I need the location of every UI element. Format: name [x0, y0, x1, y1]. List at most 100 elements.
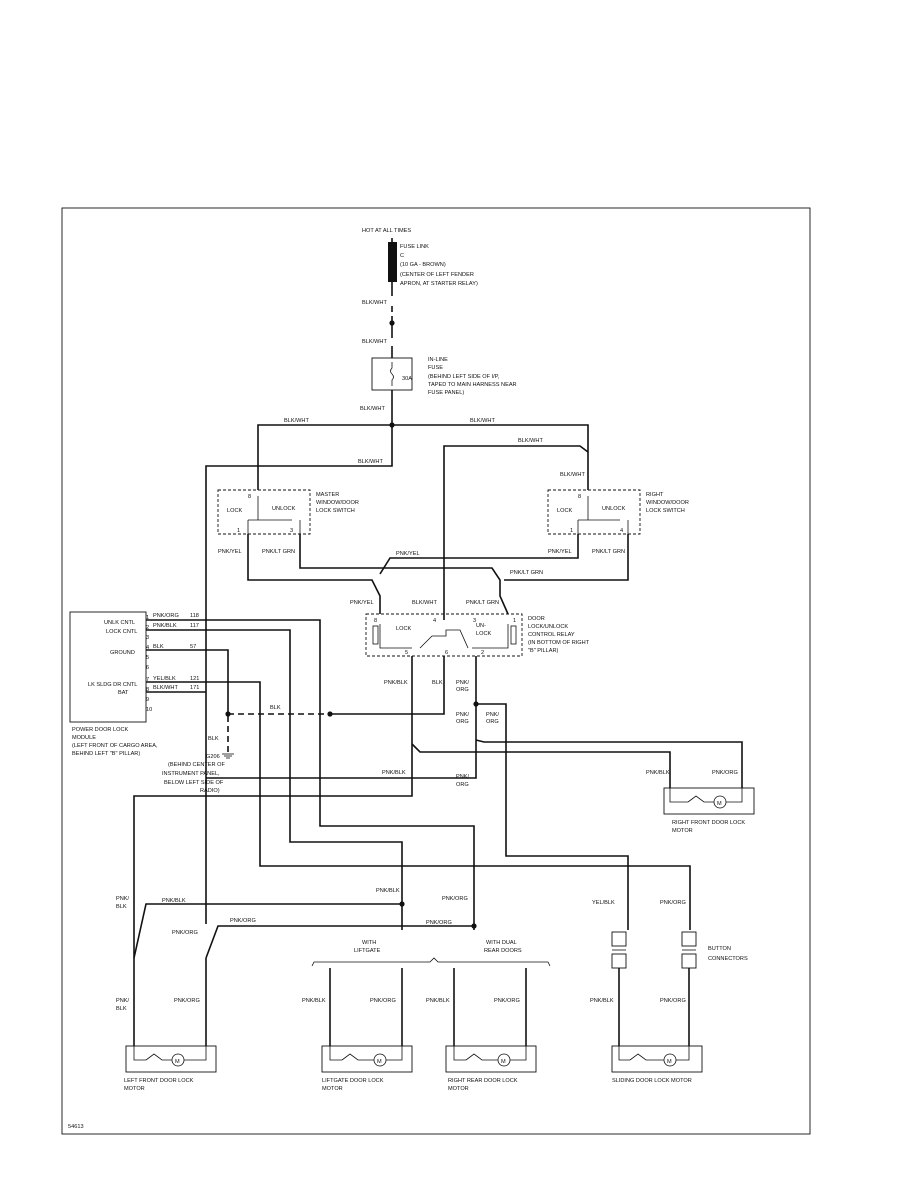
svg-text:REAR DOORS: REAR DOORS: [484, 948, 522, 954]
svg-text:PNK/: PNK/: [456, 774, 470, 780]
svg-text:"B" PILLAR): "B" PILLAR): [528, 648, 559, 654]
svg-text:PNK/BLK: PNK/BLK: [382, 770, 406, 776]
module-pins: 1 2 3 4 5 6 7 8 9 10: [146, 615, 152, 713]
svg-text:ORG: ORG: [456, 719, 469, 725]
svg-text:PNK/BLK: PNK/BLK: [384, 680, 408, 686]
svg-text:BAT: BAT: [118, 690, 129, 696]
svg-text:ORG: ORG: [456, 687, 469, 693]
svg-text:PNK/LT GRN: PNK/LT GRN: [466, 600, 499, 606]
svg-text:M: M: [501, 1059, 506, 1065]
svg-text:PNK/: PNK/: [486, 712, 500, 718]
svg-text:BLK: BLK: [116, 904, 127, 910]
svg-text:FUSE PANEL): FUSE PANEL): [428, 390, 464, 396]
svg-text:BLK/WHT: BLK/WHT: [470, 418, 495, 424]
svg-text:(IN BOTTOM OF RIGHT: (IN BOTTOM OF RIGHT: [528, 640, 590, 646]
right-switch-label: RIGHT: [646, 492, 664, 498]
svg-text:4: 4: [146, 645, 149, 651]
svg-text:BLK: BLK: [208, 736, 219, 742]
svg-text:(BEHIND CENTER OF: (BEHIND CENTER OF: [168, 762, 225, 768]
svg-text:BLK: BLK: [116, 1006, 127, 1012]
svg-text:PNK/ORG: PNK/ORG: [153, 613, 179, 619]
svg-text:171: 171: [190, 685, 199, 691]
svg-text:3: 3: [290, 528, 293, 534]
with-liftgate-label: WITH: [362, 940, 376, 946]
liftgate-motor-label: LIFTGATE DOOR LOCK: [322, 1078, 384, 1084]
svg-text:WINDOW/DOOR: WINDOW/DOOR: [646, 500, 689, 506]
svg-text:LOCK: LOCK: [476, 631, 492, 637]
svg-text:BLK: BLK: [153, 644, 164, 650]
button-connector-left: [611, 931, 627, 969]
svg-text:(LEFT FRONT OF CARGO AREA,: (LEFT FRONT OF CARGO AREA,: [72, 743, 158, 749]
svg-text:UNLOCK: UNLOCK: [272, 506, 296, 512]
svg-text:PNK/: PNK/: [116, 896, 130, 902]
svg-text:PNK/: PNK/: [456, 680, 470, 686]
svg-text:1: 1: [513, 618, 516, 624]
svg-text:LOCK: LOCK: [396, 626, 412, 632]
svg-text:RADIO): RADIO): [200, 788, 220, 794]
svg-text:MODULE: MODULE: [72, 735, 96, 741]
svg-text:121: 121: [190, 676, 199, 682]
svg-text:LOCK/UNLOCK: LOCK/UNLOCK: [528, 624, 568, 630]
svg-text:5: 5: [146, 655, 149, 661]
svg-text:BLK/WHT: BLK/WHT: [412, 600, 437, 606]
svg-text:(10 GA - BROWN): (10 GA - BROWN): [400, 262, 446, 268]
ground-symbol: [222, 753, 234, 759]
wire-label: BLK/WHT: [362, 300, 387, 306]
right-switch-box: [547, 489, 641, 535]
svg-text:PNK/LT GRN: PNK/LT GRN: [510, 570, 543, 576]
svg-text:PNK/ORG: PNK/ORG: [174, 998, 200, 1004]
svg-text:BLK/WHT: BLK/WHT: [560, 472, 585, 478]
power-door-lock-module: [69, 611, 147, 723]
svg-text:LOCK: LOCK: [227, 508, 243, 514]
svg-text:118: 118: [190, 613, 199, 619]
svg-text:PNK/BLK: PNK/BLK: [426, 998, 450, 1004]
svg-text:WINDOW/DOOR: WINDOW/DOOR: [316, 500, 359, 506]
svg-text:UNLK CNTL: UNLK CNTL: [104, 620, 135, 626]
svg-text:8: 8: [248, 494, 251, 500]
svg-text:PNK/: PNK/: [456, 712, 470, 718]
svg-text:INSTRUMENT PANEL,: INSTRUMENT PANEL,: [162, 771, 220, 777]
figure-id: 54613: [68, 1124, 84, 1130]
svg-text:MOTOR: MOTOR: [322, 1086, 343, 1092]
svg-text:APRON, AT STARTER RELAY): APRON, AT STARTER RELAY): [400, 281, 478, 287]
svg-text:CONTROL RELAY: CONTROL RELAY: [528, 632, 575, 638]
button-connectors-label: BUTTON: [708, 946, 731, 952]
svg-text:PNK/BLK: PNK/BLK: [376, 888, 400, 894]
svg-text:PNK/YEL: PNK/YEL: [548, 549, 572, 555]
svg-text:1: 1: [146, 615, 149, 621]
svg-text:PNK/ORG: PNK/ORG: [660, 900, 686, 906]
svg-text:PNK/YEL: PNK/YEL: [350, 600, 374, 606]
svg-text:PNK/ORG: PNK/ORG: [370, 998, 396, 1004]
svg-text:PNK/LT GRN: PNK/LT GRN: [592, 549, 625, 555]
svg-text:PNK/YEL: PNK/YEL: [396, 551, 420, 557]
module-label: POWER DOOR LOCK: [72, 727, 129, 733]
svg-text:CONNECTORS: CONNECTORS: [708, 956, 748, 962]
svg-text:BLK/WHT: BLK/WHT: [360, 406, 385, 412]
svg-text:4: 4: [620, 528, 623, 534]
right-rear-door-lock-motor: M: [445, 1045, 537, 1073]
svg-text:LOCK SWITCH: LOCK SWITCH: [646, 508, 685, 514]
ground-label: G206: [206, 754, 220, 760]
svg-text:4: 4: [433, 618, 436, 624]
svg-text:(CENTER OF LEFT FENDER: (CENTER OF LEFT FENDER: [400, 272, 474, 278]
svg-text:M: M: [717, 801, 722, 807]
svg-text:MOTOR: MOTOR: [448, 1086, 469, 1092]
svg-text:C: C: [400, 253, 404, 259]
svg-text:8: 8: [374, 618, 377, 624]
master-switch-box: [217, 489, 311, 535]
svg-text:9: 9: [146, 697, 149, 703]
svg-text:M: M: [377, 1059, 382, 1065]
svg-text:BELOW LEFT SIDE OF: BELOW LEFT SIDE OF: [164, 780, 224, 786]
inline-fuse-label: IN-LINE: [428, 357, 448, 363]
fuse-link: [388, 242, 397, 282]
svg-text:BLK/WHT: BLK/WHT: [284, 418, 309, 424]
svg-text:PNK/ORG: PNK/ORG: [494, 998, 520, 1004]
svg-text:6: 6: [146, 665, 149, 671]
right-front-motor-label: RIGHT FRONT DOOR LOCK: [672, 820, 745, 826]
svg-text:LOCK CNTL: LOCK CNTL: [106, 629, 137, 635]
svg-text:3: 3: [146, 635, 149, 641]
svg-text:(BEHIND LEFT SIDE OF I/P,: (BEHIND LEFT SIDE OF I/P,: [428, 374, 500, 380]
svg-text:PNK/BLK: PNK/BLK: [646, 770, 670, 776]
master-switch-label: MASTER: [316, 492, 339, 498]
